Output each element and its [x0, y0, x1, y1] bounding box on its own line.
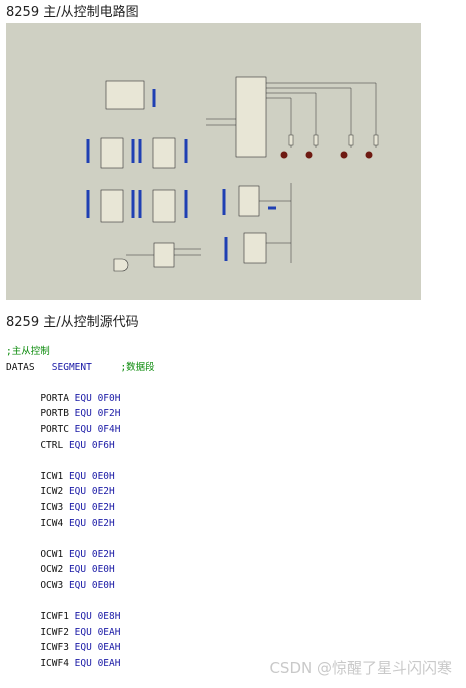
equ-value: 0E2H [91, 548, 115, 560]
source-code-block: ;主从控制 DATAS SEGMENT ;数据段 PORTA EQU 0F0H … [6, 344, 446, 671]
equ-value: 0E0H [91, 564, 115, 576]
equ-line: ICWF2 EQU 0EAH [6, 625, 446, 641]
equ-line: ICW3 EQU 0E2H [6, 500, 446, 516]
equ-symbol: ICWF2 [40, 626, 69, 638]
equ-keyword: EQU [68, 564, 87, 576]
equ-symbol: ICW3 [40, 501, 64, 513]
equ-value: 0F4H [97, 423, 121, 435]
equ-keyword: EQU [74, 611, 92, 623]
equ-value: 0E0H [91, 579, 115, 591]
equ-line: OCW2 EQU 0E0H [6, 562, 446, 578]
equ-symbol: ICW2 [40, 486, 64, 498]
segment-keyword: SEGMENT [51, 361, 92, 373]
equ-keyword: EQU [68, 579, 87, 591]
equ-symbol: PORTB [40, 408, 69, 420]
source-code-heading: 8259 主/从控制源代码 [6, 315, 139, 330]
equ-value: 0F0H [97, 392, 121, 404]
equ-value: 0E8H [97, 611, 121, 623]
equ-line: CTRL EQU 0F6H [6, 438, 446, 454]
equ-keyword: EQU [68, 439, 87, 451]
equ-keyword: EQU [74, 423, 92, 435]
equ-line: ICWF3 EQU 0EAH [6, 640, 446, 656]
equ-symbol: OCW1 [40, 548, 64, 560]
equ-value: 0E2H [91, 486, 115, 498]
equ-definitions: PORTA EQU 0F0H PORTB EQU 0F2H PORTC EQU … [6, 375, 446, 671]
equ-value: 0EAH [97, 657, 121, 669]
equ-symbol: CTRL [40, 439, 64, 451]
equ-symbol: OCW3 [40, 579, 64, 591]
blank-line [6, 453, 446, 469]
equ-symbol: ICW1 [40, 470, 64, 482]
equ-keyword: EQU [74, 626, 92, 638]
equ-line: ICWF1 EQU 0E8H [6, 609, 446, 625]
blank-line [6, 375, 446, 391]
equ-keyword: EQU [74, 408, 92, 420]
blank-line [6, 531, 446, 547]
circuit-heading: 8259 主/从控制电路图 [6, 5, 139, 20]
equ-symbol: ICWF3 [40, 642, 69, 654]
equ-symbol: PORTC [40, 423, 69, 435]
equ-keyword: EQU [68, 548, 87, 560]
equ-value: 0F6H [91, 439, 115, 451]
equ-line: ICW1 EQU 0E0H [6, 469, 446, 485]
segment-comment: ;数据段 [120, 361, 155, 373]
equ-line: OCW1 EQU 0E2H [6, 547, 446, 563]
equ-line: ICWF4 EQU 0EAH [6, 656, 446, 672]
equ-line: PORTA EQU 0F0H [6, 391, 446, 407]
equ-value: 0E2H [91, 517, 115, 529]
equ-keyword: EQU [68, 517, 87, 529]
circuit-schematic-image [6, 23, 421, 300]
equ-line: ICW4 EQU 0E2H [6, 516, 446, 532]
equ-value: 0EAH [97, 626, 121, 638]
equ-line: PORTC EQU 0F4H [6, 422, 446, 438]
code-comment: ;主从控制 [6, 346, 50, 357]
equ-line: PORTB EQU 0F2H [6, 406, 446, 422]
equ-keyword: EQU [68, 486, 87, 498]
equ-symbol: OCW2 [40, 564, 64, 576]
equ-value: 0EAH [97, 642, 121, 654]
equ-keyword: EQU [68, 501, 87, 513]
equ-keyword: EQU [74, 657, 92, 669]
equ-keyword: EQU [68, 470, 87, 482]
equ-value: 0F2H [97, 408, 121, 420]
equ-line: OCW3 EQU 0E0H [6, 578, 446, 594]
segment-name: DATAS [6, 361, 35, 373]
equ-keyword: EQU [74, 392, 92, 404]
equ-value: 0E0H [91, 470, 115, 482]
equ-symbol: ICWF1 [40, 611, 69, 623]
watermark: CSDN @惊醒了星斗闪闪寒 [269, 659, 452, 677]
equ-keyword: EQU [74, 642, 92, 654]
equ-value: 0E2H [91, 501, 115, 513]
equ-symbol: ICW4 [40, 517, 64, 529]
equ-symbol: PORTA [40, 392, 69, 404]
equ-symbol: ICWF4 [40, 657, 69, 669]
equ-line: ICW2 EQU 0E2H [6, 484, 446, 500]
blank-line [6, 594, 446, 610]
